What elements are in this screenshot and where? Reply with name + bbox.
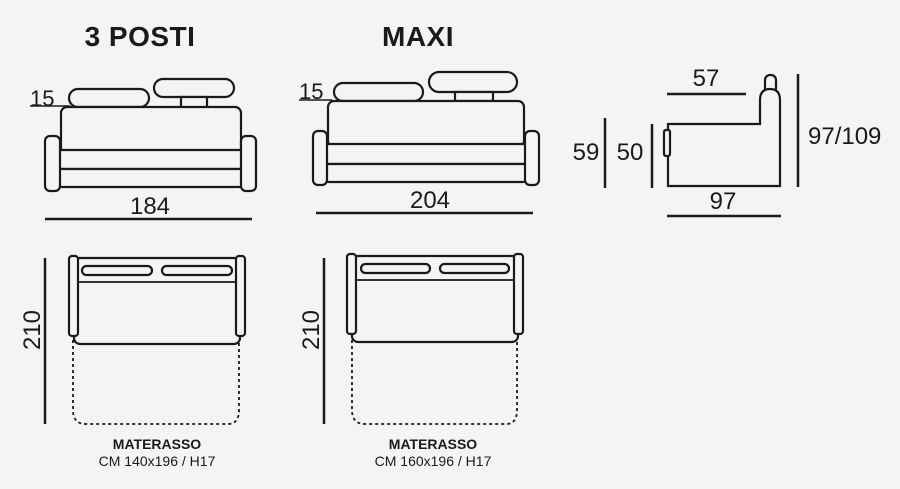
depth-dimension: 97 [710,188,737,215]
sofa-base [57,167,245,189]
headrest-top-right [160,264,234,277]
armrest-left [311,129,329,187]
headrest-top-right [438,262,511,275]
side-view-sofa [662,73,782,188]
headrest-dimension: 15 [30,86,54,111]
side-view: 57 59 50 97/109 97 [573,65,881,218]
mattress-open-outline [72,340,240,425]
sofa-seat [57,148,245,171]
armrest-left-top [67,254,80,338]
armrest-right-top [234,254,247,338]
armrest-side [662,128,672,158]
headrest-down [67,87,151,109]
sofa-back [326,99,526,149]
mattress-open-outline [351,340,518,425]
armrest-right [523,129,541,187]
top-view-sofa-bed [345,252,525,425]
armrest-right-top [512,252,525,336]
headrest-stem [453,90,495,103]
mattress-size: CM 140x196 / H17 [99,453,216,469]
depth-dimension: 210 [19,310,46,350]
width-dimension: 184 [130,193,170,220]
sofa-base [324,162,528,184]
sofa-seat [324,142,528,166]
armrest-right [239,134,258,193]
model-title: MAXI [382,21,454,52]
mattress-size: CM 160x196 / H17 [375,453,492,469]
top-view-sofa-bed [67,254,247,425]
seat-depth-dimension: 57 [693,65,720,92]
model-title: 3 POSTI [85,21,196,52]
front-view-sofa [43,77,258,193]
seat-height-dimension: 50 [617,139,644,166]
headrest-top-left [80,264,154,277]
headrest-up [427,70,519,94]
headrest-down [332,81,425,103]
model-maxi: MAXI 15 204 210 MATERASSO CM 160x196 [298,21,541,469]
front-view-sofa [311,70,541,187]
width-dimension: 204 [410,187,450,214]
model-3-posti: 3 POSTI 15 184 210 MATERASSO [19,21,258,469]
headrest-up [152,77,236,99]
armrest-left-top [345,252,358,336]
sofa-side-body [666,87,782,188]
armrest-left [43,134,62,193]
mattress-label: MATERASSO [389,436,478,452]
sofa-back [59,105,243,156]
total-height-dimension: 97/109 [808,123,881,150]
depth-dimension: 210 [298,310,325,350]
headrest-top-left [359,262,432,275]
arm-height-dimension: 59 [573,139,600,166]
mattress-label: MATERASSO [113,436,202,452]
